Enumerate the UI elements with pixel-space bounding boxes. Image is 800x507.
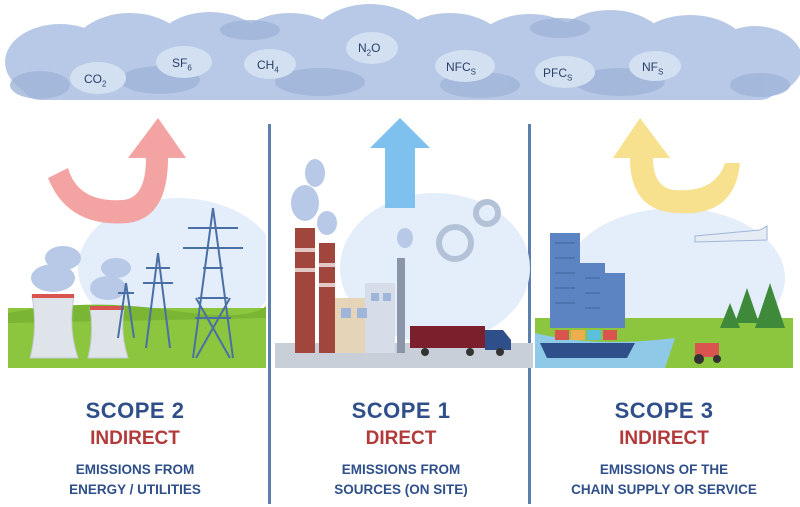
scope3-desc-line2: CHAIN SUPPLY OR SERVICE [533,480,795,500]
scope2-kind: INDIRECT [4,426,266,452]
gas-label-n2o: N2O [358,41,380,57]
scope1-desc-line1: EMISSIONS FROM [270,460,532,480]
scope1-kind: DIRECT [270,426,532,452]
scope3-illustration [535,118,793,368]
scope1-text: SCOPE 1 DIRECT EMISSIONS FROM SOURCES (O… [270,398,532,500]
scope2-text: SCOPE 2 INDIRECT EMISSIONS FROM ENERGY /… [4,398,266,500]
scope3-text: SCOPE 3 INDIRECT EMISSIONS OF THE CHAIN … [533,398,795,500]
scope2-illustration [8,118,266,368]
scope3-kind: INDIRECT [533,426,795,452]
gas-label-pfcs: PFCS [543,66,572,82]
gas-label-nfcs: NFCS [446,60,476,76]
gas-label-nfs: NFS [642,60,663,76]
gas-label-ch4: CH4 [257,58,279,74]
gas-label-co2: CO2 [84,72,106,88]
scope1-desc-line2: SOURCES (ON SITE) [270,480,532,500]
scope3-description: EMISSIONS OF THE CHAIN SUPPLY OR SERVICE [533,460,795,500]
gas-label-sf6: SF6 [172,56,192,72]
scope2-desc-line2: ENERGY / UTILITIES [4,480,266,500]
scope1-title: SCOPE 1 [270,398,532,424]
scope3-arrow-icon [613,118,740,213]
scope3-title: SCOPE 3 [533,398,795,424]
scope2-title: SCOPE 2 [4,398,266,424]
scope1-description: EMISSIONS FROM SOURCES (ON SITE) [270,460,532,500]
scope1-illustration [275,118,533,368]
scope3-desc-line1: EMISSIONS OF THE [533,460,795,480]
emission-cloud-band [0,0,800,120]
scope2-description: EMISSIONS FROM ENERGY / UTILITIES [4,460,266,500]
scope2-desc-line1: EMISSIONS FROM [4,460,266,480]
